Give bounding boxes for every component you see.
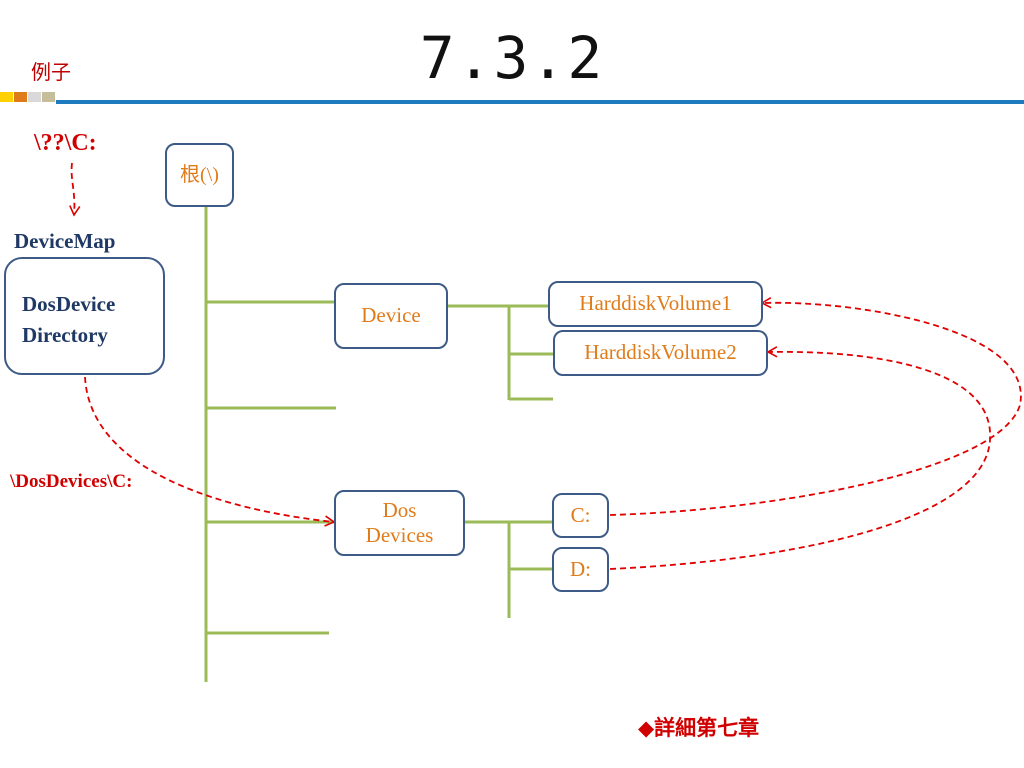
- drive-d-label: D:: [570, 556, 591, 581]
- drive-c-label: C:: [570, 502, 591, 527]
- c-to-volume1-link: [609, 297, 1022, 516]
- accent-square-4: [42, 92, 55, 102]
- d-to-volume2-link: [609, 346, 991, 570]
- accent-square-2: [14, 92, 27, 102]
- accent-square-3: [28, 92, 41, 102]
- devicemap-label: DeviceMap: [14, 229, 116, 253]
- dosdevice-line-2: Directory: [22, 323, 108, 347]
- footnote: ◆詳細第七章: [638, 712, 759, 742]
- harddisk-volume1-label: HarddiskVolume1: [579, 291, 732, 316]
- device-node-label: Device: [361, 303, 421, 328]
- diamond-bullet-icon: ◆: [638, 715, 655, 740]
- accent-square-1: [0, 92, 13, 102]
- dosdevices-path-label: \DosDevices\C:: [10, 471, 133, 492]
- device-node: Device: [334, 283, 448, 349]
- dosdevice-line-1: DosDevice: [22, 292, 116, 316]
- drive-d-node: D:: [552, 547, 609, 592]
- root-node: 根(\): [165, 143, 234, 207]
- footnote-text: 詳細第七章: [654, 715, 760, 740]
- root-node-label: 根(\): [180, 164, 219, 186]
- tree-lines: [204, 205, 555, 682]
- title-rule: [56, 100, 1024, 104]
- dos-devices-node: Dos Devices: [334, 490, 465, 556]
- dos-devices-line-1: Dos: [382, 497, 417, 522]
- drive-c-node: C:: [552, 493, 609, 538]
- slide-title: 7.3.2: [419, 24, 605, 92]
- dosdevice-directory-box: DosDevice Directory: [4, 257, 165, 375]
- dosdevices-link-arrow: [84, 376, 336, 527]
- nt-path-label: \??\C:: [34, 130, 97, 156]
- nt-path-arrow: [69, 162, 81, 217]
- harddisk-volume1-node: HarddiskVolume1: [548, 281, 763, 327]
- dos-devices-line-2: Devices: [365, 523, 434, 547]
- harddisk-volume2-node: HarddiskVolume2: [553, 330, 768, 376]
- section-label: 例子: [31, 60, 71, 84]
- dosdevice-directory-text: DosDevice Directory: [22, 289, 115, 351]
- harddisk-volume2-label: HarddiskVolume2: [584, 340, 737, 365]
